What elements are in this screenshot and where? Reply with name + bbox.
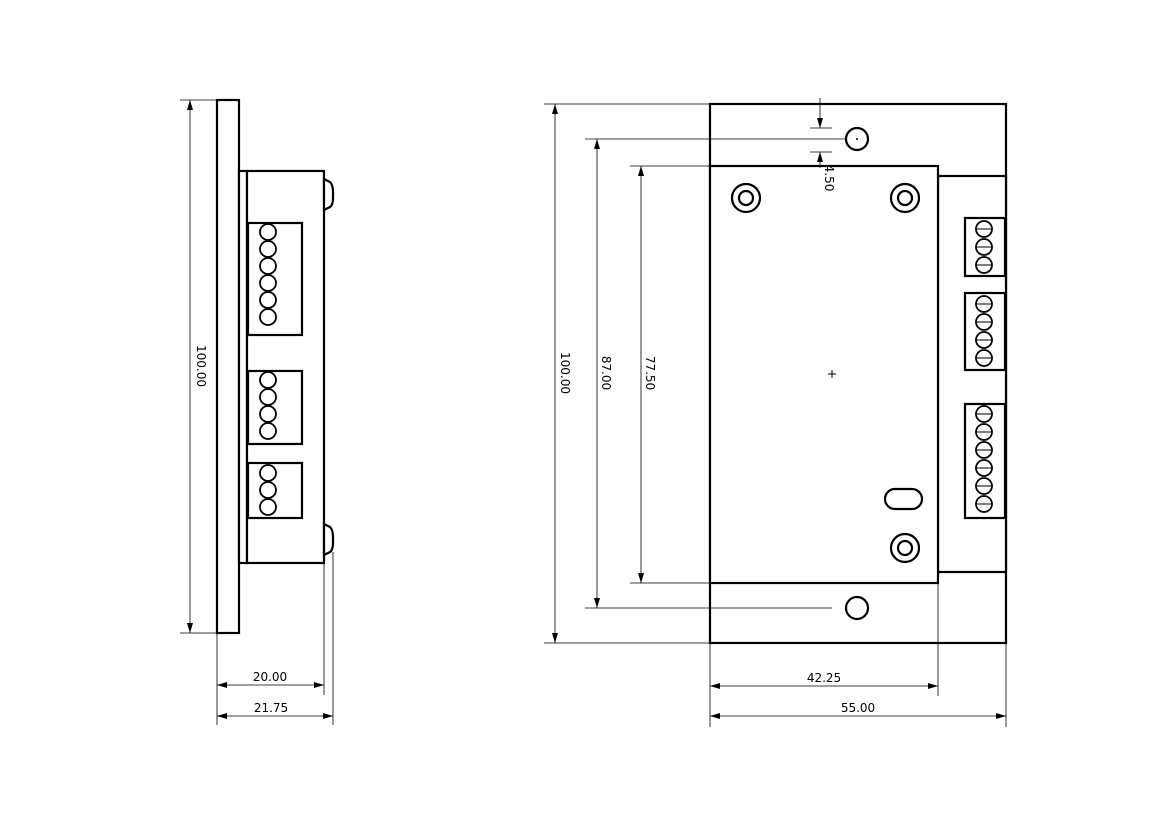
pcb-height-dimension — [630, 165, 710, 584]
dim-side-width-inner: 20.00 — [253, 670, 287, 684]
front-view: 100.00 87.00 77.50 4.50 42.25 55.00 — [544, 98, 1008, 727]
front-height-dimension — [544, 103, 710, 644]
side-standoff — [237, 169, 249, 565]
front-terminal-screws-middle — [975, 295, 993, 367]
dim-front-height: 100.00 — [558, 352, 572, 394]
front-terminal-screws-top — [975, 220, 993, 274]
front-width-dimensions — [709, 583, 1007, 727]
side-height-dimension — [180, 99, 217, 634]
bottom-mounting-hole — [844, 595, 870, 621]
dim-side-height: 100.00 — [194, 345, 208, 387]
dim-hole-spacing: 87.00 — [599, 356, 613, 390]
pcb-slot — [883, 487, 924, 511]
dim-hole-offset: 4.50 — [822, 165, 836, 192]
front-pcb — [708, 164, 940, 585]
dim-pcb-width: 42.25 — [807, 671, 841, 685]
side-base-plate — [215, 98, 241, 635]
dim-side-width-outer: 21.75 — [254, 701, 288, 715]
side-terminal-screws-middle — [259, 371, 277, 440]
mounting-holes — [844, 126, 870, 621]
hole-offset-dimension — [810, 98, 832, 168]
hole-spacing-dimension — [585, 138, 845, 609]
side-terminal-screws-bottom — [259, 464, 277, 516]
front-terminal-screws-bottom — [975, 405, 993, 513]
side-bottom-bump — [322, 522, 335, 557]
side-view: 100.00 20.00 21.75 — [180, 98, 335, 725]
side-width-dimensions — [216, 552, 334, 725]
pcb-screws — [730, 182, 921, 564]
side-terminal-screws-top — [259, 223, 277, 326]
dim-pcb-height: 77.50 — [643, 356, 657, 390]
dim-front-width: 55.00 — [841, 701, 875, 715]
side-top-bump — [322, 177, 335, 212]
pcb-center-mark — [828, 370, 836, 378]
